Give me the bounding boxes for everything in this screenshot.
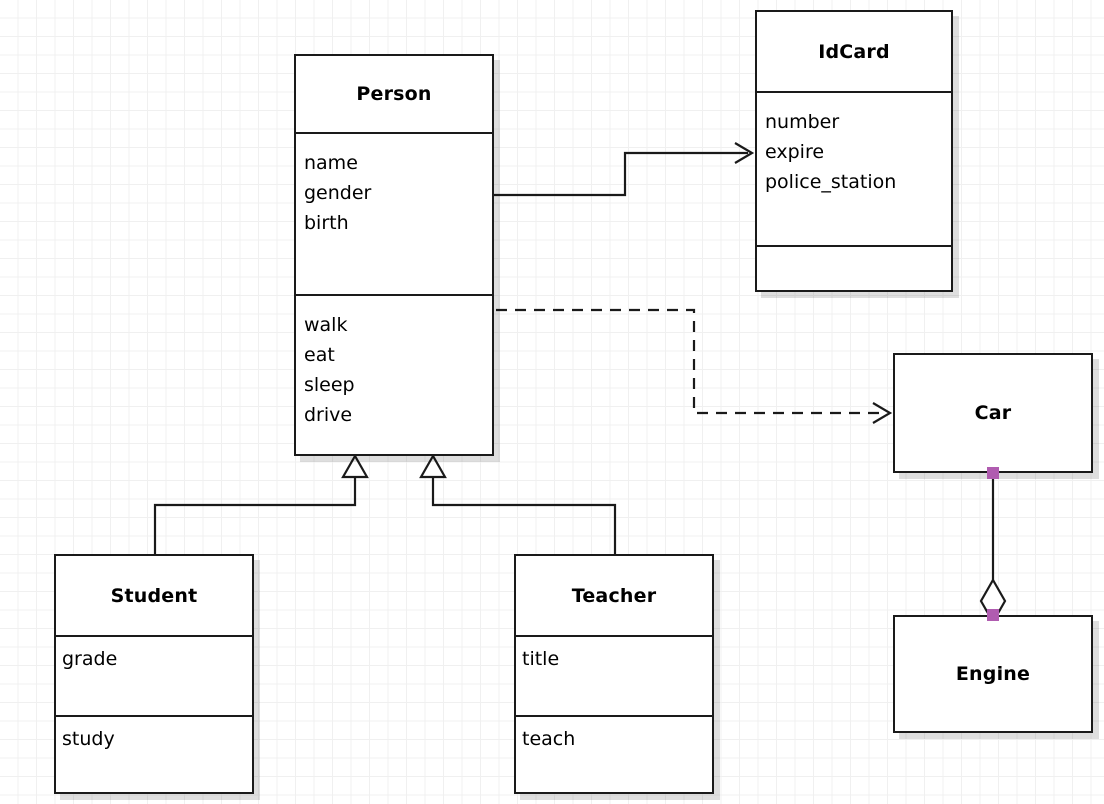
class-name-teacher: Teacher: [571, 584, 657, 607]
class-name-student: Student: [110, 584, 198, 607]
generalization-teacher-person[interactable]: [419, 453, 617, 554]
class-box-car[interactable]: Car: [893, 353, 1093, 473]
class-box-idcard[interactable]: IdCard number expire police_station: [755, 10, 953, 292]
dependency-person-car[interactable]: [496, 308, 893, 424]
operation-item: drive: [304, 404, 353, 426]
attribute-item: number: [765, 111, 840, 133]
attributes-teacher: title: [516, 635, 712, 715]
attributes-idcard: number expire police_station: [757, 91, 951, 245]
operations-idcard: [757, 245, 951, 290]
attribute-item: gender: [304, 182, 372, 204]
operation-item: sleep: [304, 374, 355, 396]
attribute-item: name: [304, 152, 358, 174]
class-name-engine: Engine: [955, 663, 1031, 685]
attribute-item: police_station: [765, 171, 897, 193]
association-person-idcard[interactable]: [494, 142, 755, 197]
attribute-item: expire: [765, 141, 825, 163]
operation-item: study: [62, 728, 115, 750]
class-name-idcard: IdCard: [818, 40, 890, 63]
class-box-engine[interactable]: Engine: [893, 615, 1093, 733]
attribute-item: birth: [304, 212, 349, 234]
connection-handle-engine[interactable]: [987, 609, 999, 621]
operation-item: walk: [304, 314, 348, 336]
class-box-student[interactable]: Student grade study: [54, 554, 254, 794]
attribute-item: title: [522, 648, 560, 670]
class-name-car: Car: [974, 402, 1012, 424]
class-box-person[interactable]: Person name gender birth walk eat sleep …: [294, 54, 494, 456]
connection-handle-car[interactable]: [987, 467, 999, 479]
aggregation-car-engine[interactable]: [979, 473, 1007, 625]
operation-item: eat: [304, 344, 335, 366]
operations-student: study: [56, 715, 252, 792]
attributes-student: grade: [56, 635, 252, 715]
operation-item: teach: [522, 728, 576, 750]
operations-teacher: teach: [516, 715, 712, 792]
class-name-person: Person: [356, 83, 432, 105]
attribute-item: grade: [62, 648, 118, 670]
class-box-teacher[interactable]: Teacher title teach: [514, 554, 714, 794]
attributes-person: name gender birth: [296, 132, 492, 294]
operations-person: walk eat sleep drive: [296, 294, 492, 454]
generalization-student-person[interactable]: [153, 453, 369, 554]
